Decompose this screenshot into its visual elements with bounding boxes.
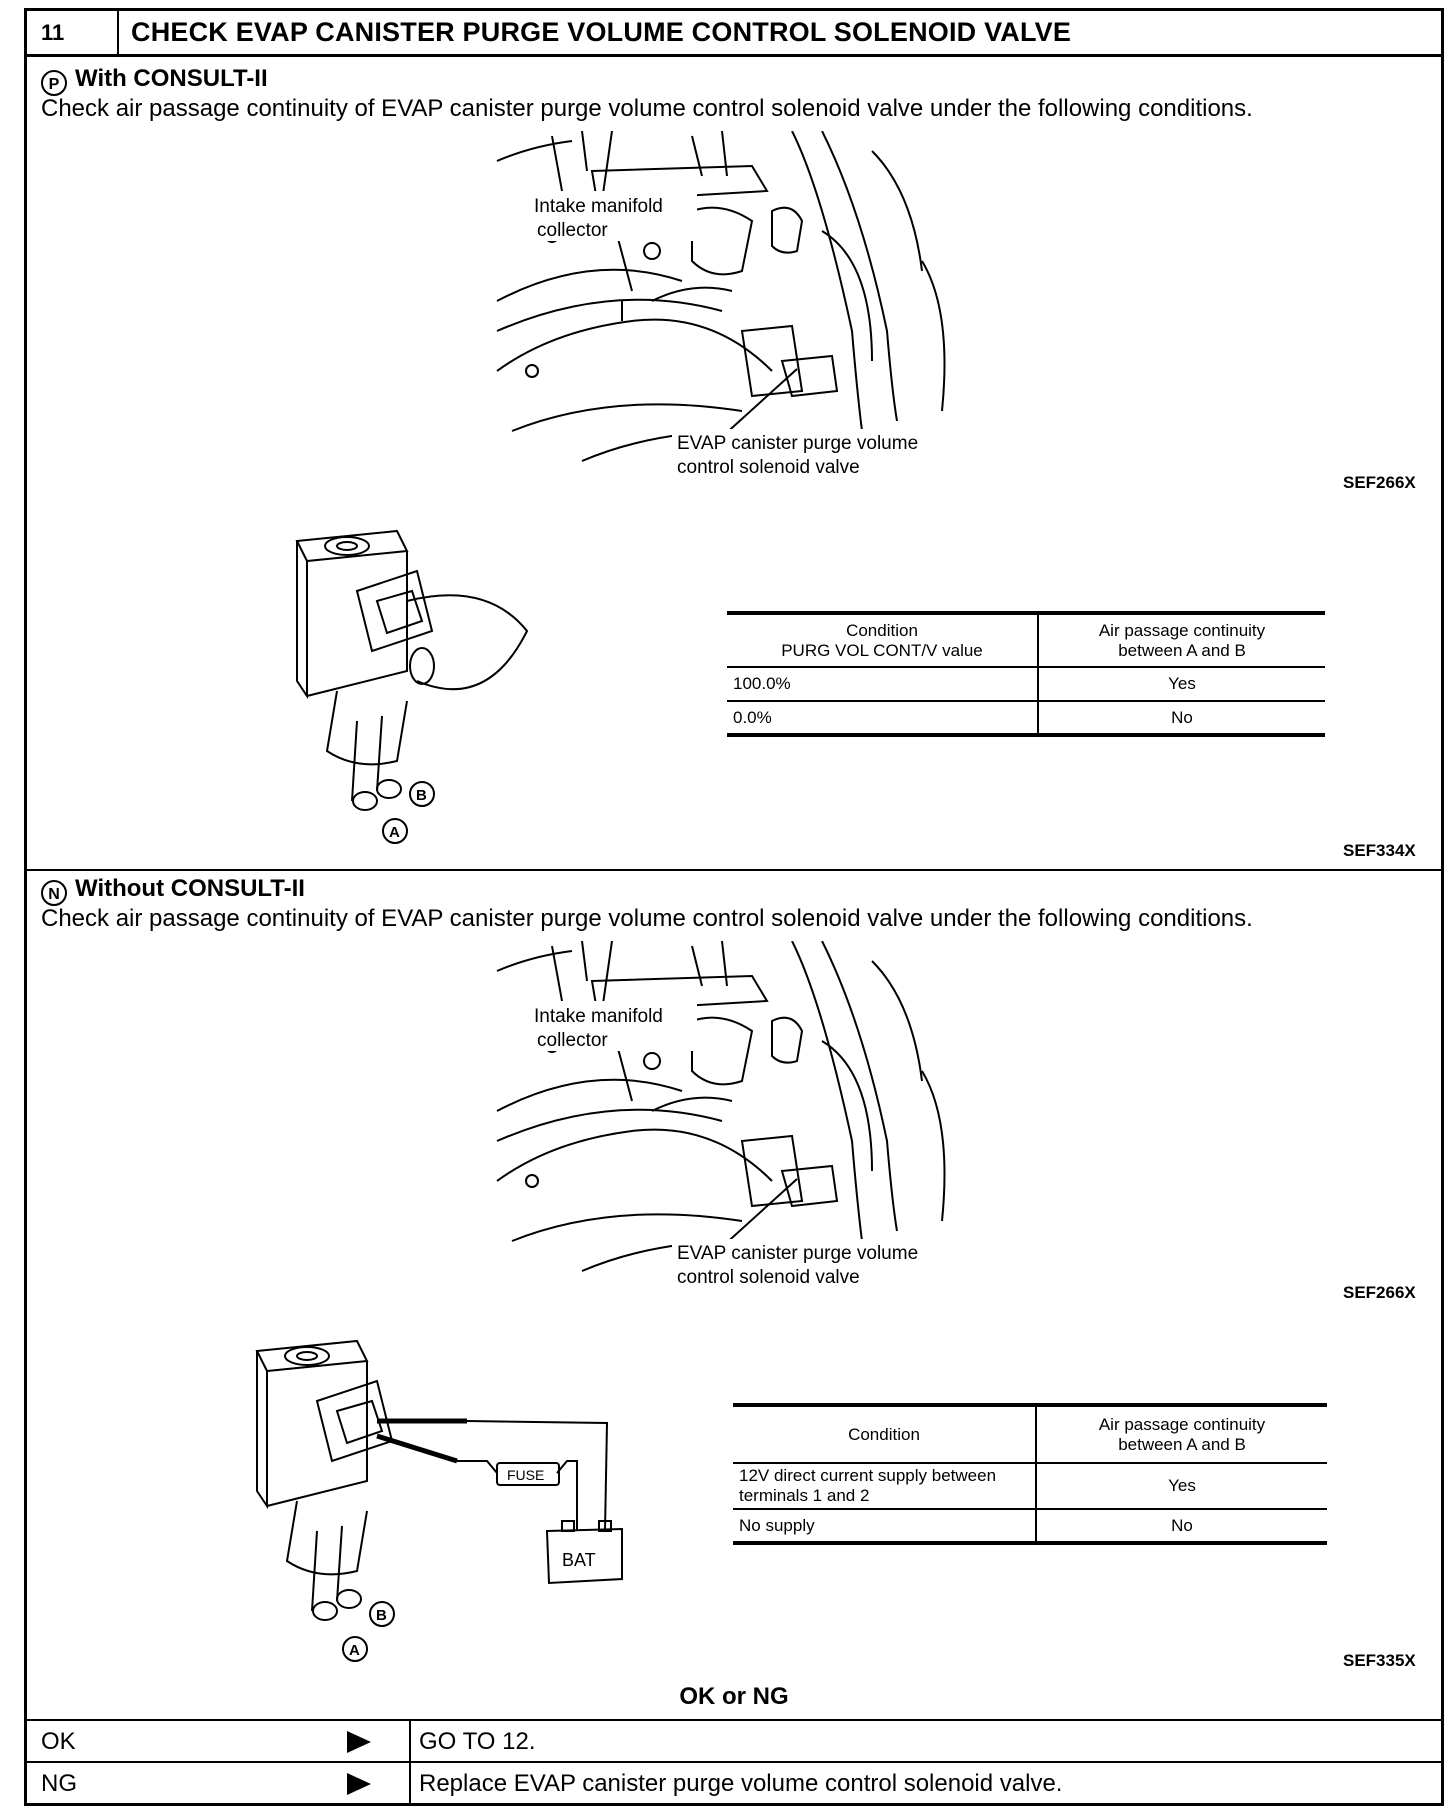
arrow-icon <box>347 1773 371 1795</box>
result-row-ok: OK GO TO 12. <box>27 1719 1441 1763</box>
bat-label: BAT <box>562 1550 596 1570</box>
without-consult-title: N Without CONSULT-II <box>41 875 305 906</box>
consult-mode-icon: P <box>41 70 67 96</box>
ng-key: NG <box>41 1770 77 1797</box>
evap-valve-label-4: control solenoid valve <box>677 1267 860 1288</box>
figure-ref-4: SEF335X <box>1343 1651 1416 1670</box>
port-b-label: B <box>416 787 427 804</box>
procedure-frame: 11 CHECK EVAP CANISTER PURGE VOLUME CONT… <box>24 8 1444 1806</box>
collector-label: collector <box>537 220 608 241</box>
table-row: 0.0% No <box>727 701 1325 735</box>
evap-valve-label-1: EVAP canister purge volume <box>677 433 918 454</box>
collector-label-2: collector <box>537 1030 608 1051</box>
step-header: 11 CHECK EVAP CANISTER PURGE VOLUME CONT… <box>27 11 1441 57</box>
table-row: 12V direct current supply between termin… <box>733 1463 1327 1509</box>
col-air-passage-2: Air passage continuity between A and B <box>1098 1414 1266 1454</box>
step-title: CHECK EVAP CANISTER PURGE VOLUME CONTROL… <box>131 17 1072 47</box>
port-a-label: A <box>389 824 400 841</box>
with-consult-label: With CONSULT-II <box>75 65 268 92</box>
with-consult-title: P With CONSULT-II <box>41 65 268 96</box>
figure-ref-2: SEF334X <box>1343 841 1416 860</box>
solenoid-battery-figure: FUSE BAT B A <box>255 1339 623 1662</box>
ok-key: OK <box>41 1728 76 1755</box>
port-b-label-2: B <box>376 1607 387 1624</box>
step-number: 11 <box>27 11 119 54</box>
section-divider <box>27 869 1441 871</box>
no-consult-mode-icon: N <box>41 880 67 906</box>
ok-action: GO TO 12. <box>419 1728 536 1755</box>
evap-valve-label-2: control solenoid valve <box>677 457 860 478</box>
col-condition-2: Condition <box>733 1405 1037 1463</box>
with-consult-instruction: Check air passage continuity of EVAP can… <box>41 95 1253 122</box>
col-condition: Condition PURG VOL CONT/V value <box>727 613 1039 667</box>
no-consult-condition-table: Condition Air passage continuity between… <box>733 1403 1327 1545</box>
ok-or-ng-title: OK or NG <box>679 1683 789 1710</box>
figure-ref-3: SEF266X <box>1343 1283 1416 1302</box>
arrow-icon <box>347 1731 371 1753</box>
port-a-label-2: A <box>349 1642 360 1659</box>
evap-valve-label-3: EVAP canister purge volume <box>677 1243 918 1264</box>
engine-bay-figure-2: Intake manifold collector EVAP canister … <box>496 941 962 1289</box>
col-air-passage: Air passage continuity between A and B <box>1098 620 1266 660</box>
table-row: 100.0% Yes <box>727 667 1325 701</box>
intake-manifold-label-2: Intake manifold <box>534 1006 663 1027</box>
without-consult-instruction: Check air passage continuity of EVAP can… <box>41 905 1253 932</box>
result-row-ng: NG Replace EVAP canister purge volume co… <box>27 1761 1441 1805</box>
fuse-label: FUSE <box>507 1467 544 1483</box>
consult-condition-table: Condition PURG VOL CONT/V value Air pass… <box>727 611 1325 737</box>
solenoid-valve-figure: B A <box>295 529 529 844</box>
figure-ref-1: SEF266X <box>1343 473 1416 492</box>
engine-bay-figure: Intake manifold collector EVAP canister … <box>496 131 962 479</box>
intake-manifold-label: Intake manifold <box>534 196 663 217</box>
without-consult-label: Without CONSULT-II <box>75 875 305 902</box>
table-row: No supply No <box>733 1509 1327 1543</box>
ng-action: Replace EVAP canister purge volume contr… <box>419 1770 1063 1797</box>
